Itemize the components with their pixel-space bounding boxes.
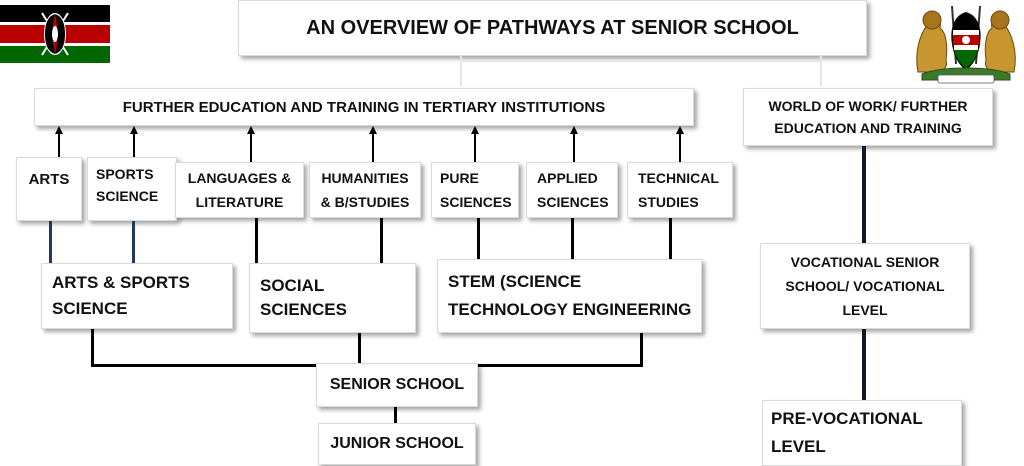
connector-line — [91, 329, 94, 367]
arrow-head — [676, 126, 684, 134]
senior-school-box: SENIOR SCHOOL — [316, 363, 478, 407]
arrow-head — [369, 126, 377, 134]
pathway-arts-sports-label: ARTS & SPORTS SCIENCE — [52, 270, 190, 322]
subject-languages-label: LANGUAGES & LITERATURE — [188, 166, 291, 214]
pre-vocational-box: PRE-VOCATIONAL LEVEL — [762, 400, 962, 466]
arrow-head — [570, 126, 578, 134]
subject-arts-label: ARTS — [28, 171, 70, 188]
connector-line — [640, 333, 643, 367]
arrow-shaft — [573, 133, 575, 163]
title-connector — [460, 60, 822, 62]
arrow-shaft — [250, 133, 252, 163]
further-education-box: FURTHER EDUCATION AND TRAINING IN TERTIA… — [34, 88, 694, 126]
connector-line — [49, 221, 52, 263]
arrow-shaft — [372, 133, 374, 163]
connector-line — [394, 407, 397, 423]
pathway-stem-line-2: TECHNOLOGY ENGINEERING — [448, 300, 692, 319]
senior-school-label: SENIOR SCHOOL — [329, 376, 465, 393]
vocational-senior-line-1: VOCATIONAL SENIOR — [790, 254, 940, 270]
subject-languages-line-1: LANGUAGES & — [187, 170, 292, 186]
subject-humanities-label: HUMANITIES & B/STUDIES — [321, 166, 410, 214]
subject-humanities-line-2: & B/STUDIES — [320, 194, 410, 210]
subject-sports-science-line-2: SCIENCE — [96, 188, 159, 204]
connector-line — [380, 218, 383, 263]
world-of-work-line-1: WORLD OF WORK/ FURTHER — [768, 98, 968, 114]
pre-vocational-line-1: PRE-VOCATIONAL — [771, 409, 923, 428]
vocational-senior-box: VOCATIONAL SENIOR SCHOOL/ VOCATIONAL LEV… — [760, 243, 970, 329]
subject-pure-sciences-line-1: PURE — [440, 170, 479, 186]
junior-school-box: JUNIOR SCHOOL — [318, 423, 476, 465]
pathway-social-sciences-box: SOCIAL SCIENCES — [249, 263, 416, 333]
world-of-work-line-2: EDUCATION AND TRAINING — [774, 120, 962, 136]
arrow-head — [247, 126, 255, 134]
world-of-work-label: WORLD OF WORK/ FURTHER EDUCATION AND TRA… — [768, 95, 967, 139]
pathway-arts-sports-line-2: SCIENCE — [52, 299, 128, 318]
subject-technical-studies-box: TECHNICAL STUDIES — [627, 162, 733, 218]
subject-applied-sciences-box: APPLIED SCIENCES — [526, 162, 618, 218]
pathway-social-sciences-label: SOCIAL SCIENCES — [260, 276, 347, 319]
world-of-work-box: WORLD OF WORK/ FURTHER EDUCATION AND TRA… — [743, 88, 993, 146]
connector-line — [477, 218, 480, 260]
title-connector — [460, 56, 462, 86]
subject-pure-sciences-box: PURE SCIENCES — [431, 162, 519, 218]
pathway-stem-label: STEM (SCIENCE TECHNOLOGY ENGINEERING — [448, 268, 691, 324]
vocational-senior-line-2: SCHOOL/ VOCATIONAL — [785, 278, 945, 294]
pathway-arts-sports-box: ARTS & SPORTS SCIENCE — [41, 263, 233, 329]
coat-of-arms-icon — [912, 2, 1020, 86]
pre-vocational-line-2: LEVEL — [771, 437, 826, 456]
subject-applied-sciences-line-2: SCIENCES — [537, 194, 609, 210]
arrow-head — [471, 126, 479, 134]
connector-line — [358, 333, 361, 367]
subject-languages-line-2: LITERATURE — [195, 194, 284, 210]
subject-technical-studies-line-1: TECHNICAL — [638, 170, 719, 186]
subject-sports-science-label: SPORTS SCIENCE — [96, 163, 158, 207]
connector-line — [862, 329, 866, 402]
junior-school-label: JUNIOR SCHOOL — [330, 435, 464, 452]
arrow-shaft — [133, 133, 135, 158]
further-education-label: FURTHER EDUCATION AND TRAINING IN TERTIA… — [122, 98, 606, 116]
connector-line — [571, 218, 574, 260]
subject-technical-studies-label: TECHNICAL STUDIES — [638, 166, 719, 214]
arrow-shaft — [679, 133, 681, 163]
subject-sports-science-box: SPORTS SCIENCE — [87, 157, 177, 221]
connector-line — [132, 221, 135, 263]
arrow-shaft — [58, 133, 60, 158]
subject-humanities-line-1: HUMANITIES — [321, 170, 409, 186]
subject-pure-sciences-line-2: SCIENCES — [440, 194, 512, 210]
pre-vocational-label: PRE-VOCATIONAL LEVEL — [771, 405, 923, 461]
subject-applied-sciences-line-1: APPLIED — [537, 170, 598, 186]
subject-applied-sciences-label: APPLIED SCIENCES — [537, 166, 609, 214]
arrow-head — [55, 126, 63, 134]
page-title-box: AN OVERVIEW OF PATHWAYS AT SENIOR SCHOOL — [238, 0, 867, 56]
arrow-head — [130, 126, 138, 134]
subject-arts-box: ARTS — [16, 157, 82, 221]
connector-line — [862, 146, 866, 243]
subject-sports-science-line-1: SPORTS — [96, 166, 154, 182]
title-connector — [820, 56, 822, 86]
page-title: AN OVERVIEW OF PATHWAYS AT SENIOR SCHOOL — [306, 16, 799, 39]
subject-pure-sciences-label: PURE SCIENCES — [440, 166, 512, 214]
kenya-flag-icon — [0, 5, 110, 63]
subject-humanities-box: HUMANITIES & B/STUDIES — [309, 162, 421, 218]
pathway-arts-sports-line-1: ARTS & SPORTS — [52, 273, 190, 292]
vocational-senior-label: VOCATIONAL SENIOR SCHOOL/ VOCATIONAL LEV… — [785, 250, 944, 322]
connector-line — [255, 218, 258, 263]
connector-line — [669, 218, 672, 260]
subject-languages-box: LANGUAGES & LITERATURE — [175, 162, 304, 218]
subject-technical-studies-line-2: STUDIES — [638, 194, 699, 210]
arrow-shaft — [474, 133, 476, 163]
pathway-stem-line-1: STEM (SCIENCE — [448, 272, 582, 291]
vocational-senior-line-3: LEVEL — [842, 302, 888, 318]
pathway-stem-box: STEM (SCIENCE TECHNOLOGY ENGINEERING — [437, 259, 702, 333]
